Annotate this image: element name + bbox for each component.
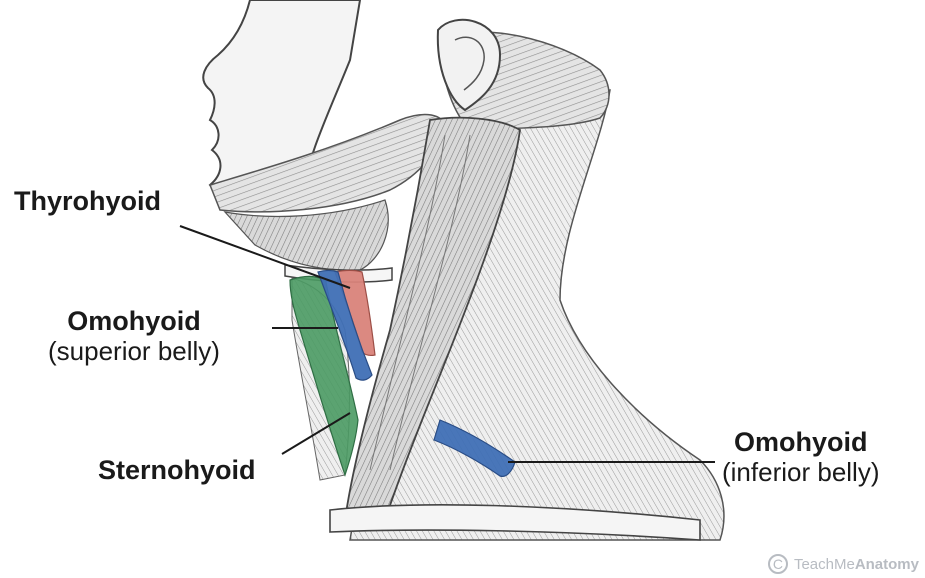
omohyoid-superior-detail: (superior belly) — [48, 337, 220, 367]
omohyoid-superior-label: Omohyoid (superior belly) — [48, 306, 220, 367]
watermark-brand-part1: TeachMe — [794, 556, 855, 573]
thyrohyoid-label-text: Thyrohyoid — [14, 186, 161, 217]
watermark-brand-part2: Anatomy — [855, 556, 919, 573]
omohyoid-inferior-name: Omohyoid — [722, 427, 880, 458]
omohyoid-superior-name: Omohyoid — [48, 306, 220, 337]
omohyoid-inferior-label: Omohyoid (inferior belly) — [722, 427, 880, 488]
copyright-c-icon: C — [768, 554, 788, 574]
thyrohyoid-label: Thyrohyoid — [14, 186, 161, 217]
sternohyoid-label: Sternohyoid — [98, 455, 256, 486]
sternohyoid-label-text: Sternohyoid — [98, 455, 256, 486]
omohyoid-inferior-detail: (inferior belly) — [722, 458, 880, 488]
